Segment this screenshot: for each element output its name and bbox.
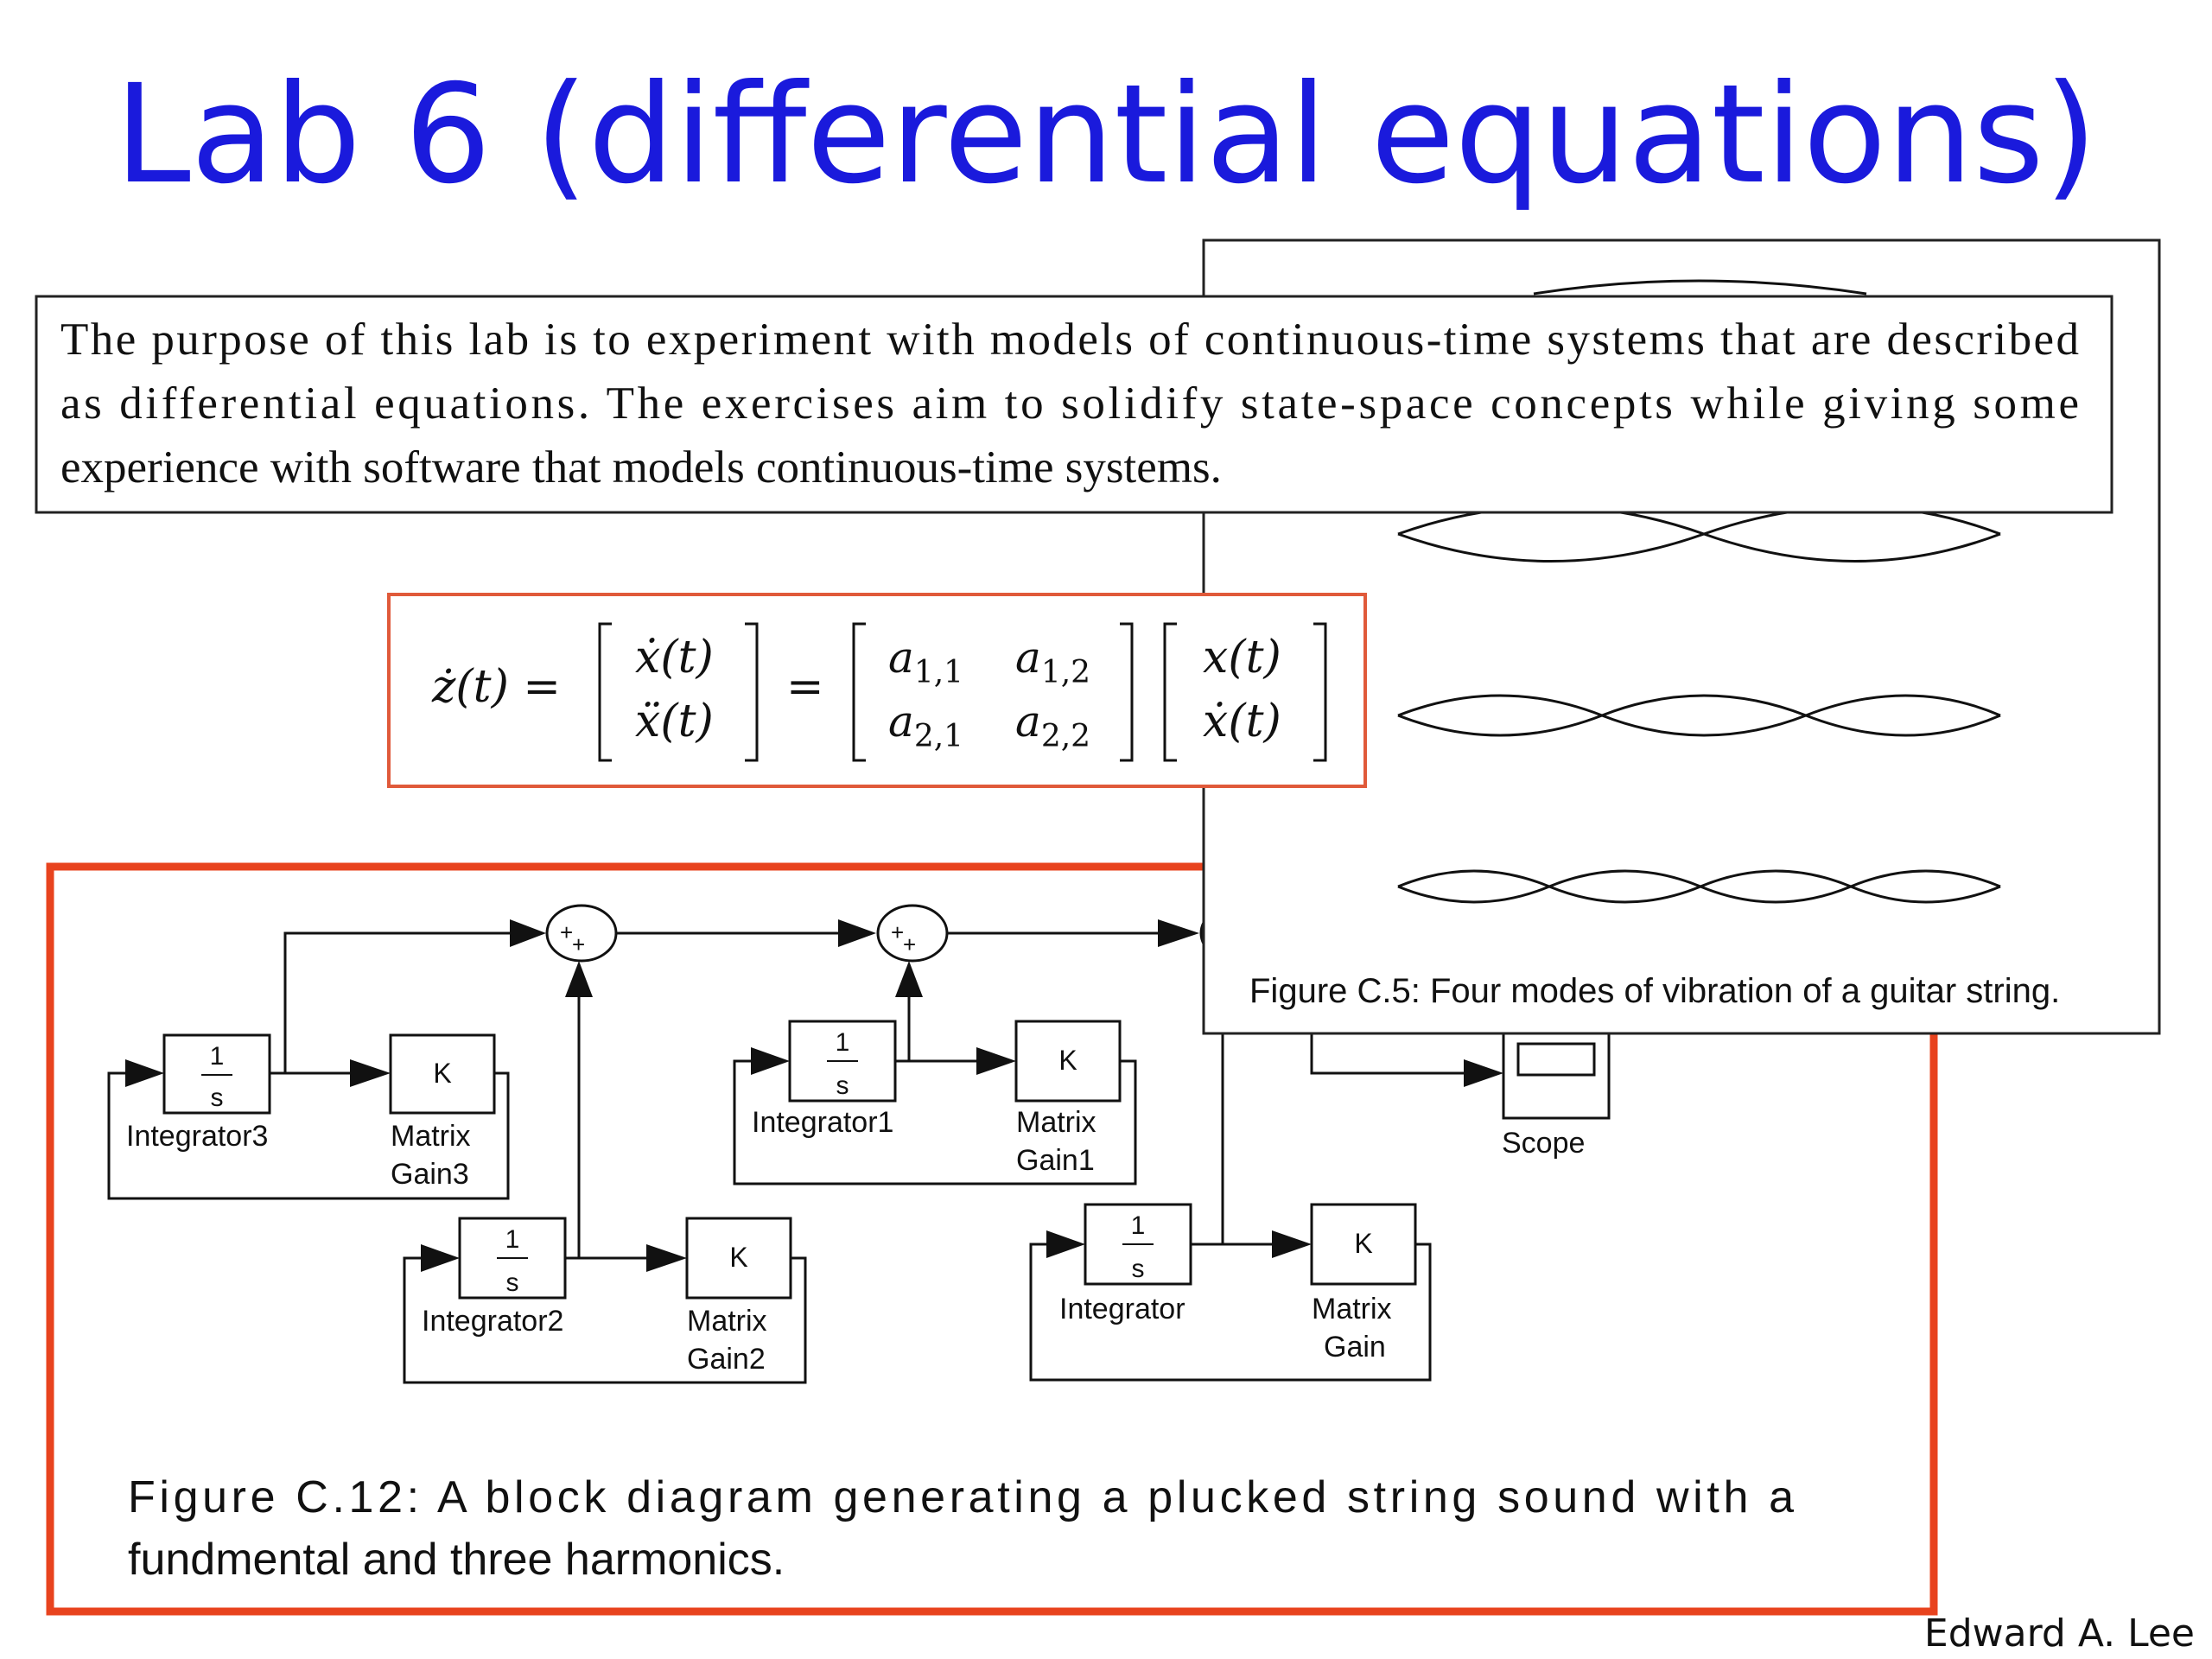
mode-3-curve <box>1397 694 2001 737</box>
vector-1: ẋ(t) ẍ(t) <box>598 622 759 762</box>
loop-integrator: 1 s K Integrator Matrix Gain <box>1029 1203 1432 1382</box>
figure-c12-caption-line2: fundmental and three harmonics. <box>128 1535 785 1585</box>
svg-text:ẋ(t): ẋ(t) <box>1203 696 1281 747</box>
intro-line-1: The purpose of this lab is to experiment… <box>60 315 2079 365</box>
svg-text:K: K <box>433 1058 451 1089</box>
intro-line-3: experience with software that models con… <box>60 442 1222 493</box>
svg-text:ẋ(t): ẋ(t) <box>635 632 714 683</box>
svg-text:a2,2: a2,2 <box>1015 696 1090 754</box>
figure-c5-caption: Figure C.5: Four modes of vibration of a… <box>1249 972 2060 1010</box>
loop-integrator3: 1 s K Integrator3 Matrix Gain3 <box>107 1033 510 1200</box>
svg-text:a1,2: a1,2 <box>1015 632 1090 690</box>
svg-text:1: 1 <box>210 1042 225 1071</box>
integrator2-label: Integrator2 <box>422 1305 563 1338</box>
matrix-gain1-label-a: Matrix <box>1016 1106 1096 1139</box>
integrator1-label: Integrator1 <box>752 1106 893 1139</box>
intro-line-2: as differential equations. The exercises… <box>60 378 2079 429</box>
figure-c12-caption-line1: Figure C.12: A block diagram generating … <box>128 1472 1794 1522</box>
svg-text:K: K <box>1354 1228 1372 1259</box>
svg-text:a2,1: a2,1 <box>888 696 963 754</box>
scope-label: Scope <box>1502 1127 1585 1160</box>
matrix-gain3-label-b: Gain3 <box>391 1158 469 1191</box>
matrix-gain3-label-a: Matrix <box>391 1120 471 1153</box>
sum-block-1: + + <box>545 904 618 963</box>
loop-integrator2: 1 s K Integrator2 Matrix Gain2 <box>403 1217 807 1384</box>
matrix-gain-label-a: Matrix <box>1312 1293 1392 1325</box>
author-name: Edward A. Lee <box>1924 1611 2195 1656</box>
equation-box: ż(t) = ẋ(t) ẍ(t) = a1,1 a1,2 a2,1 a2,2 x… <box>387 593 1367 788</box>
mode-1-curve <box>1533 279 1867 296</box>
matrix-gain1-block <box>1014 1020 1122 1103</box>
svg-text:+: + <box>891 919 904 945</box>
svg-text:+: + <box>903 931 916 957</box>
matrix-gain-label-b: Gain <box>1324 1331 1386 1363</box>
svg-text:a1,1: a1,1 <box>888 632 963 690</box>
sum-block-2: + + <box>876 904 949 963</box>
svg-text:K: K <box>729 1242 747 1273</box>
signal-lines <box>283 919 1503 1259</box>
svg-text:s: s <box>1132 1255 1145 1283</box>
integrator-label: Integrator <box>1059 1293 1185 1325</box>
svg-text:s: s <box>836 1071 849 1100</box>
svg-text:1: 1 <box>1131 1211 1146 1240</box>
matrix-gain-block <box>1310 1203 1417 1286</box>
svg-text:s: s <box>506 1268 519 1297</box>
svg-text:K: K <box>1058 1045 1077 1076</box>
mode-4-curve <box>1397 869 2001 904</box>
svg-text:+: + <box>572 931 585 957</box>
integrator3-label: Integrator3 <box>126 1120 268 1153</box>
intro-box: The purpose of this lab is to experiment… <box>35 295 2113 514</box>
svg-text:x(t): x(t) <box>1203 632 1281 683</box>
matrix-gain2-label-a: Matrix <box>687 1305 767 1338</box>
loop-integrator1: 1 s K Integrator1 Matrix Gain1 <box>733 1020 1137 1185</box>
svg-text:1: 1 <box>836 1028 850 1057</box>
svg-text:ẍ(t): ẍ(t) <box>635 696 714 747</box>
svg-text:1: 1 <box>505 1225 520 1254</box>
slide-title: Lab 6 (differential equations) <box>115 55 2098 214</box>
svg-text:s: s <box>211 1084 224 1112</box>
svg-text:+: + <box>560 919 573 945</box>
matrix-gain2-label-b: Gain2 <box>687 1343 766 1376</box>
vector-2: x(t) ẋ(t) <box>1163 622 1327 762</box>
coefficient-matrix: a1,1 a1,2 a2,1 a2,2 <box>852 622 1134 762</box>
equation-lhs: ż(t) = <box>431 661 561 713</box>
matrix-gain2-block <box>685 1217 792 1300</box>
scope-block: Scope <box>1502 1028 1611 1160</box>
matrix-gain3-block <box>389 1033 496 1115</box>
equation-equals: = <box>786 661 824 713</box>
matrix-gain1-label-b: Gain1 <box>1016 1144 1095 1177</box>
